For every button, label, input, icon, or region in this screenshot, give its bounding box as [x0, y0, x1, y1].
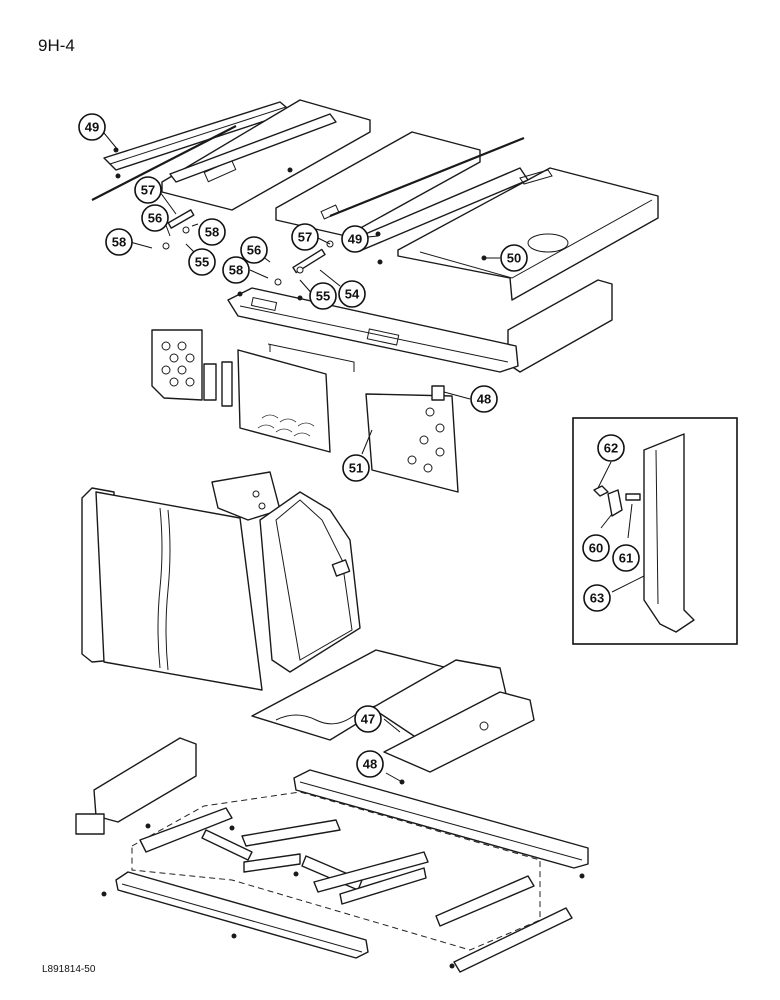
- callout-57b: 57: [291, 223, 319, 251]
- callout-label: 55: [316, 289, 330, 304]
- perforated-plate-left: [151, 329, 203, 401]
- callout-label: 50: [507, 251, 521, 266]
- hinge-rod-left: [91, 125, 237, 201]
- callout-56a: 56: [141, 204, 169, 232]
- callout-51: 51: [342, 454, 370, 482]
- corner-bracket: [75, 737, 197, 835]
- frame-rail-front: [115, 871, 369, 959]
- frame-dashed-outline: [131, 791, 541, 951]
- callout-58b: 58: [198, 218, 226, 246]
- callout-58a: 58: [105, 228, 133, 256]
- callout-62: 62: [597, 434, 625, 462]
- callout-61: 61: [612, 544, 640, 572]
- callout-47: 47: [354, 705, 382, 733]
- callout-label: 63: [590, 591, 604, 606]
- callout-58c: 58: [222, 256, 250, 284]
- callout-label: 58: [112, 235, 126, 250]
- callout-55b: 55: [309, 282, 337, 310]
- callout-label: 51: [349, 461, 363, 476]
- side-channel-panel: [643, 433, 695, 633]
- screw-61: [625, 493, 641, 501]
- floor-mat-right-upper: [371, 659, 507, 741]
- callout-label: 56: [148, 211, 162, 226]
- side-shroud-right: [259, 491, 361, 673]
- callout-label: 48: [363, 757, 377, 772]
- clip-60: [607, 489, 623, 517]
- callout-50: 50: [500, 244, 528, 272]
- callout-label: 54: [345, 287, 360, 302]
- callout-60: 60: [582, 534, 610, 562]
- access-panel-right: [365, 385, 459, 493]
- inset-box: [572, 417, 738, 645]
- nut-62: [593, 485, 609, 497]
- rear-cover-panel: [397, 167, 659, 301]
- callout-48b: 48: [356, 750, 384, 778]
- access-panel-center: [237, 343, 355, 453]
- callout-label: 57: [298, 230, 312, 245]
- callout-label: 58: [229, 263, 243, 278]
- cross-beam: [227, 287, 519, 373]
- document-reference: L891814-50: [42, 964, 96, 975]
- frame-bolts: [101, 779, 585, 969]
- callout-label: 49: [85, 120, 99, 135]
- callout-label: 49: [348, 232, 362, 247]
- callout-label: 55: [195, 255, 209, 270]
- frame-mounts: [139, 807, 573, 973]
- callout-54: 54: [338, 280, 366, 308]
- callout-label: 48: [477, 392, 491, 407]
- mount-bracket-top: [211, 471, 281, 521]
- callout-63: 63: [583, 584, 611, 612]
- hardware-top: [113, 147, 487, 286]
- callout-57a: 57: [134, 176, 162, 204]
- callout-49a: 49: [78, 113, 106, 141]
- callout-56b: 56: [240, 236, 268, 264]
- callout-48a: 48: [470, 385, 498, 413]
- callout-label: 58: [205, 225, 219, 240]
- callout-label: 60: [589, 541, 603, 556]
- callout-label: 47: [361, 712, 375, 727]
- callout-55a: 55: [188, 248, 216, 276]
- callout-label: 62: [604, 441, 618, 456]
- leader-lines: [103, 132, 645, 783]
- side-shroud-left: [81, 487, 263, 691]
- callout-label: 57: [141, 183, 155, 198]
- frame-rail-rear: [293, 769, 589, 869]
- callout-label: 61: [619, 551, 633, 566]
- bracket-left: [203, 361, 233, 407]
- callout-49b: 49: [341, 225, 369, 253]
- floor-mat-right-lower: [383, 691, 535, 773]
- callout-label: 56: [247, 243, 261, 258]
- hinge-strip-mid: [169, 113, 337, 183]
- page-title: 9H-4: [38, 36, 75, 55]
